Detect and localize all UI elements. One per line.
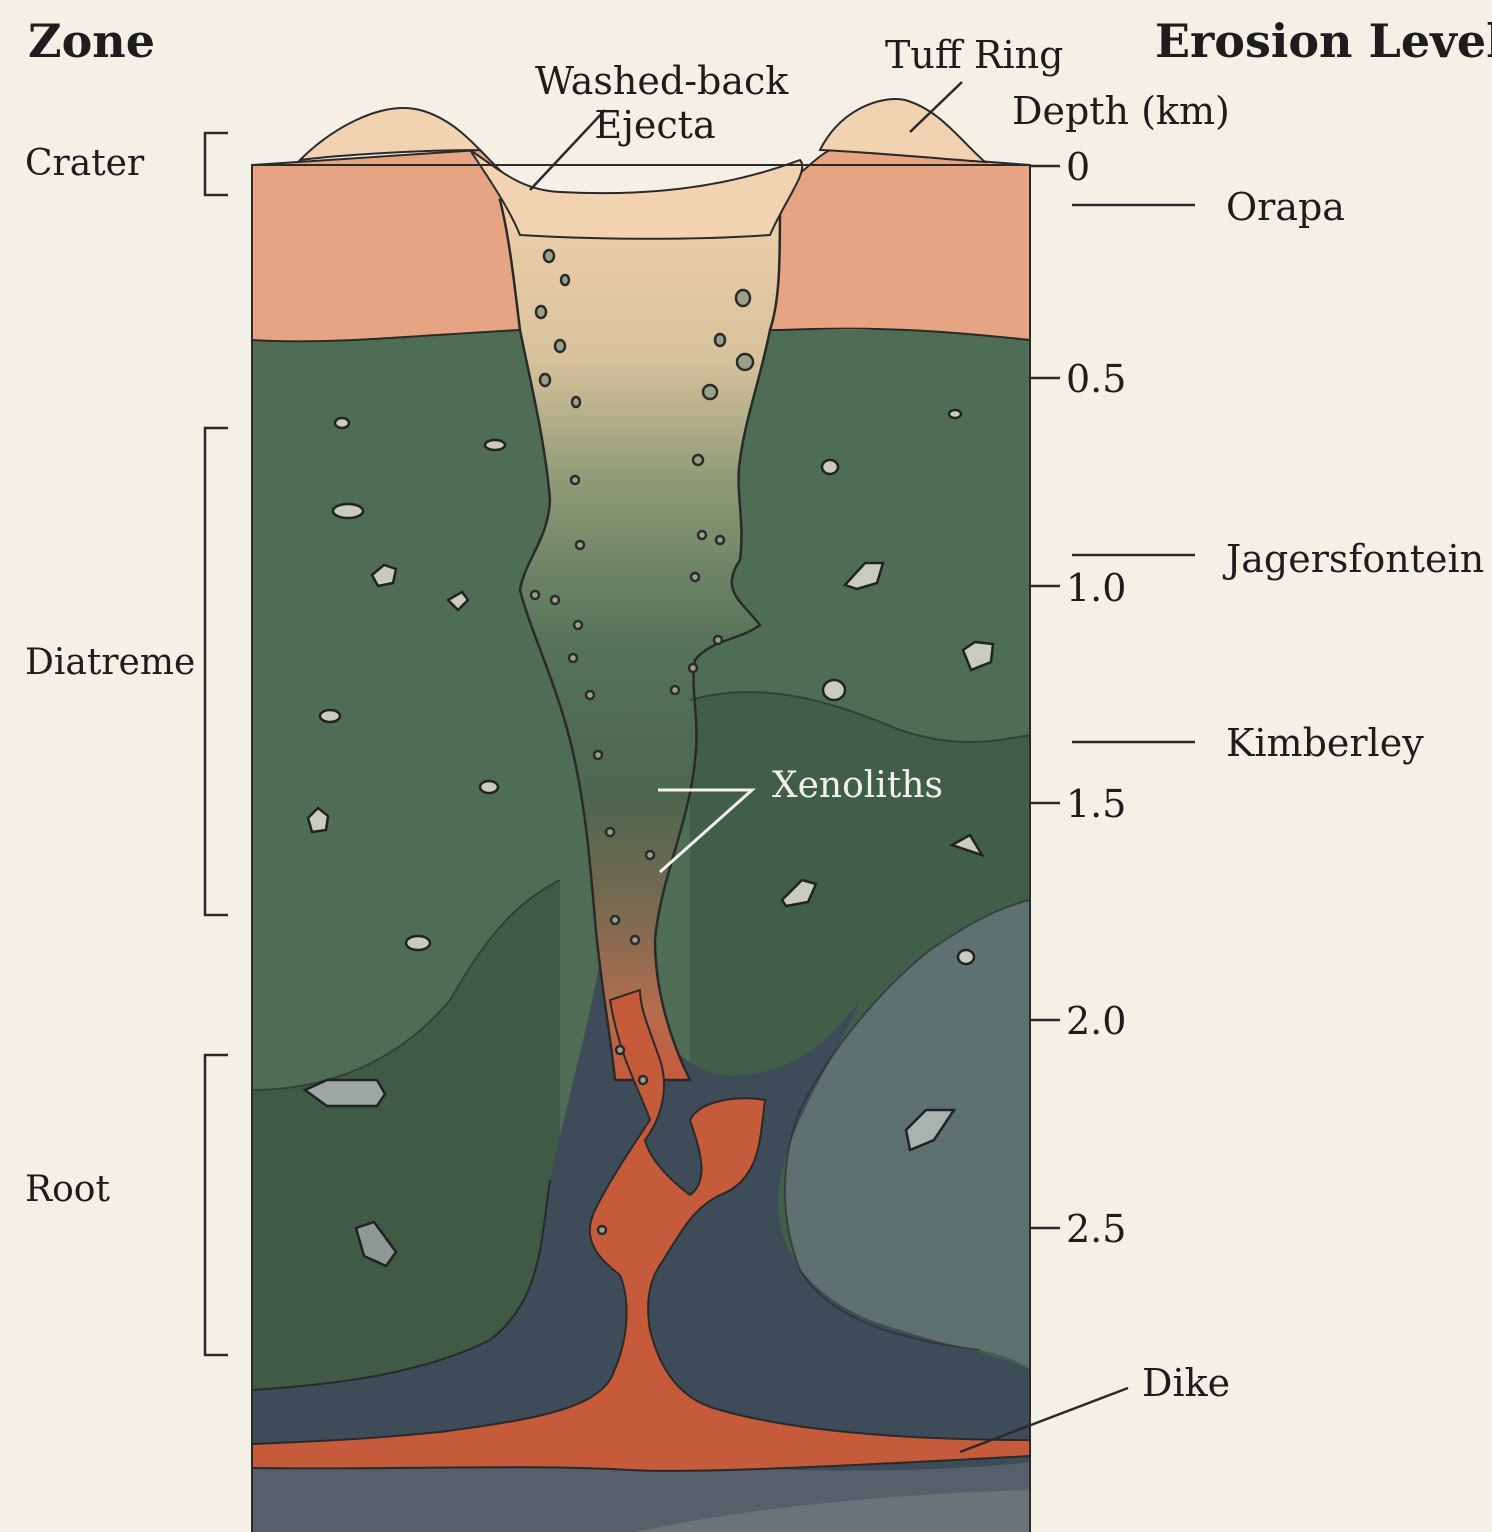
depth-label-2-5: 2.5 — [1066, 1210, 1126, 1248]
erosion-level-lines — [1072, 205, 1195, 742]
dike-label: Dike — [1142, 1362, 1230, 1406]
crater-bracket — [205, 133, 228, 195]
zone-brackets — [205, 133, 228, 1355]
erosion-label-kimberley: Kimberley — [1226, 724, 1424, 762]
diatreme-bracket — [205, 428, 228, 915]
root-bracket — [205, 1055, 228, 1355]
xenoliths-label: Xenoliths — [772, 768, 943, 804]
erosion-label-jagersfontein: Jagersfontein — [1226, 540, 1484, 578]
zone-label-root: Root — [25, 1172, 110, 1208]
tuff-ring-label: Tuff Ring — [885, 34, 1063, 78]
rock-block — [252, 150, 1030, 1532]
depth-label-2-0: 2.0 — [1066, 1002, 1126, 1040]
erosion-level-heading: Erosion Level — [1155, 18, 1492, 64]
depth-label-1-0: 1.0 — [1066, 569, 1126, 607]
zone-heading: Zone — [28, 18, 155, 64]
washed-back-ejecta-fill — [470, 150, 802, 239]
washed-back-ejecta-line-1: Washed-back — [535, 60, 775, 104]
zone-label-diatreme: Diatreme — [25, 645, 195, 681]
washed-back-ejecta-line-2: Ejecta — [535, 104, 775, 148]
washed-back-ejecta-label: Washed-back Ejecta — [535, 60, 775, 147]
depth-label-0-5: 0.5 — [1066, 360, 1126, 398]
depth-heading: Depth (km) — [1012, 92, 1230, 130]
depth-label-1-5: 1.5 — [1066, 785, 1126, 823]
depth-label-0: 0 — [1066, 148, 1090, 186]
depth-axis — [1030, 166, 1060, 1228]
zone-label-crater: Crater — [25, 146, 144, 182]
erosion-label-orapa: Orapa — [1226, 188, 1345, 226]
